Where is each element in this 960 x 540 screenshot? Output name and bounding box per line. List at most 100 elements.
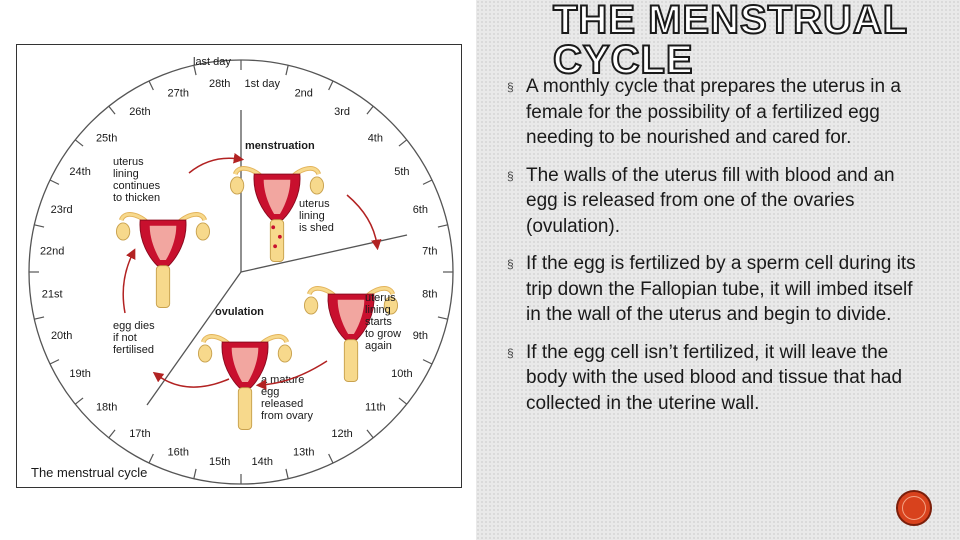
svg-text:uterus: uterus xyxy=(299,198,330,210)
note-egg-dies: egg dies if not fertilised xyxy=(113,320,155,356)
day-tick xyxy=(148,453,154,464)
cycle-diagram-svg: 1st day 2nd 3rd 4th 5th 6th 7th 8th 9th 10th 11th 1… xyxy=(28,56,454,485)
svg-text:to grow: to grow xyxy=(365,328,401,340)
day-label: 25th xyxy=(96,133,117,145)
svg-text:starts: starts xyxy=(365,316,392,328)
day-label: 1st day xyxy=(245,78,281,90)
svg-text:uterus: uterus xyxy=(365,292,396,304)
day-tick xyxy=(108,429,116,439)
bullet-marker: § xyxy=(507,80,514,94)
svg-text:again: again xyxy=(365,340,392,352)
day-label: 16th xyxy=(168,446,189,458)
bullet-item: § A monthly cycle that prepares the uteru… xyxy=(507,74,927,151)
day-tick xyxy=(328,80,334,91)
note-lining-grow: uterus lining starts to grow again xyxy=(365,292,401,352)
svg-text:lining: lining xyxy=(113,168,139,180)
bullet-text: The walls of the uterus fill with blood … xyxy=(526,164,895,237)
day-tick xyxy=(34,316,45,320)
day-tick xyxy=(193,468,197,479)
arrow-icon xyxy=(122,248,136,314)
day-label: 26th xyxy=(129,106,150,118)
day-label: 27th xyxy=(168,88,189,100)
slide-title-line1: THE MENSTRUAL xyxy=(552,0,909,42)
day-tick xyxy=(285,468,289,479)
day-tick xyxy=(74,397,84,405)
svg-text:uterus: uterus xyxy=(113,156,144,168)
day-label: 2nd xyxy=(295,88,313,100)
bullet-marker: § xyxy=(507,257,514,271)
slide-title: THE MENSTRUAL CYCLE xyxy=(552,0,909,82)
bullet-list: § A monthly cycle that prepares the uteru… xyxy=(507,74,927,428)
day-label: 13th xyxy=(293,446,314,458)
phase-label-ovulation: ovulation xyxy=(215,306,264,318)
day-label: 3rd xyxy=(334,106,350,118)
day-tick xyxy=(193,65,197,76)
day-label: 6th xyxy=(413,204,428,216)
day-label: 18th xyxy=(96,401,117,413)
svg-text:egg dies: egg dies xyxy=(113,320,155,332)
note-egg-released: a mature egg released from ovary xyxy=(261,374,313,422)
diagram-caption: The menstrual cycle xyxy=(31,465,147,480)
svg-text:from ovary: from ovary xyxy=(261,410,313,422)
day-tick xyxy=(366,429,374,439)
menstrual-cycle-diagram: 1st day 2nd 3rd 4th 5th 6th 7th 8th 9th 10th 11th 1… xyxy=(16,44,462,488)
day-tick xyxy=(148,80,154,91)
day-tick xyxy=(34,224,45,228)
day-label: 4th xyxy=(368,133,383,145)
day-tick xyxy=(74,139,84,147)
last-day-label: last day xyxy=(193,56,231,68)
slide-title-line2: CYCLE xyxy=(552,38,694,82)
uterus-thicken-illustration xyxy=(116,214,209,307)
day-label: 20th xyxy=(51,330,72,342)
day-label: 12th xyxy=(331,428,352,440)
uterus-menstruation-illustration xyxy=(230,168,323,261)
badge-ring-icon xyxy=(902,496,926,520)
svg-text:egg: egg xyxy=(261,386,279,398)
day-labels: 1st day 2nd 3rd 4th 5th 6th 7th 8th 9th 10th 11th 1… xyxy=(40,78,438,468)
day-label: 22nd xyxy=(40,246,64,258)
arrow-icon xyxy=(152,371,230,388)
arrow-icon xyxy=(346,194,382,251)
day-label: 23rd xyxy=(51,204,73,216)
day-label: 19th xyxy=(69,368,90,380)
svg-text:lining: lining xyxy=(299,210,325,222)
bullet-item: §If the egg cell isn’t fertilized, it wi… xyxy=(507,340,927,417)
day-tick xyxy=(422,179,433,185)
bullet-item: § If the egg is fertilized by a sperm cel… xyxy=(507,251,927,328)
day-label: 11th xyxy=(365,401,386,413)
bullet-marker: § xyxy=(507,168,514,183)
day-label: 7th xyxy=(422,246,437,258)
svg-text:continues: continues xyxy=(113,180,161,192)
note-lining-thicken: uterus lining continues to thicken xyxy=(113,156,161,204)
svg-text:if not: if not xyxy=(113,332,137,344)
day-label: 15th xyxy=(209,456,230,468)
day-label: 10th xyxy=(391,368,412,380)
day-label: 9th xyxy=(413,330,428,342)
divider-line xyxy=(240,234,408,273)
day-tick xyxy=(437,316,448,320)
slide-number-badge xyxy=(896,490,932,526)
note-lining-shed: uterus lining is shed xyxy=(299,198,334,234)
day-label: 14th xyxy=(252,456,273,468)
day-tick xyxy=(366,105,374,115)
slide-background xyxy=(476,0,960,540)
bullet-item: § The walls of the uterus fill with blood… xyxy=(507,163,927,240)
arrow-icon xyxy=(188,153,245,174)
day-label: 21st xyxy=(42,288,63,300)
bullet-text: If the egg is fertilized by a sperm cell… xyxy=(526,253,916,325)
svg-text:lining: lining xyxy=(365,304,391,316)
bullet-text: A monthly cycle that prepares the uterus… xyxy=(526,76,901,148)
day-label: 24th xyxy=(69,166,90,178)
day-tick xyxy=(49,359,60,365)
day-tick xyxy=(285,65,289,76)
day-tick xyxy=(108,105,116,115)
svg-text:fertilised: fertilised xyxy=(113,344,154,356)
svg-text:is shed: is shed xyxy=(299,222,334,234)
svg-text:to thicken: to thicken xyxy=(113,192,160,204)
phase-label-menstruation: menstruation xyxy=(245,140,315,152)
day-tick xyxy=(398,397,408,405)
day-tick xyxy=(49,179,60,185)
day-label: 8th xyxy=(422,288,437,300)
day-tick xyxy=(422,359,433,365)
day-label: 5th xyxy=(394,166,409,178)
